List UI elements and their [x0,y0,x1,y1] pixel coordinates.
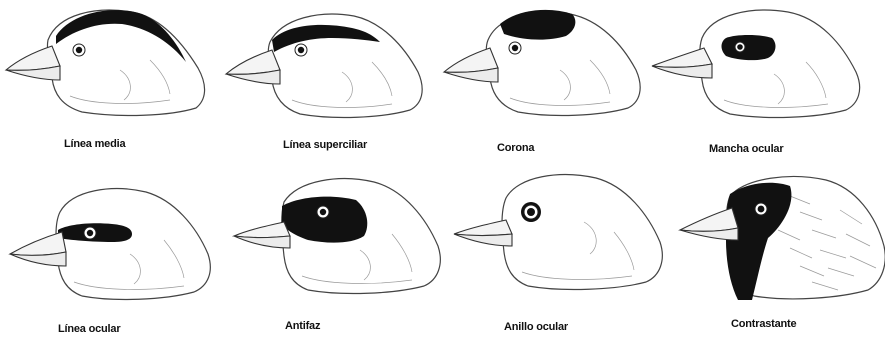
label-eye-ring: Anillo ocular [504,321,568,333]
eye-patch-mark [722,35,776,60]
bird-head-median-stripe [6,10,205,115]
bird-head-eye-ring [454,175,662,290]
bird-head-supercilium [226,14,422,117]
bird-head-crown [444,10,640,116]
label-supercilium: Línea superciliar [283,139,367,151]
bird-head-eye-patch [652,10,860,117]
label-mask: Antifaz [285,320,320,332]
label-eye-line: Línea ocular [58,323,120,335]
label-contrasting: Contrastante [731,318,796,330]
label-crown: Corona [497,142,534,154]
crown-mark [500,10,575,40]
bird-head-mask [234,179,440,294]
bird-head-contrasting [680,177,885,300]
label-eye-patch: Mancha ocular [709,143,783,155]
label-median-stripe: Línea media [64,138,125,150]
bird-head-eye-line [10,189,210,300]
